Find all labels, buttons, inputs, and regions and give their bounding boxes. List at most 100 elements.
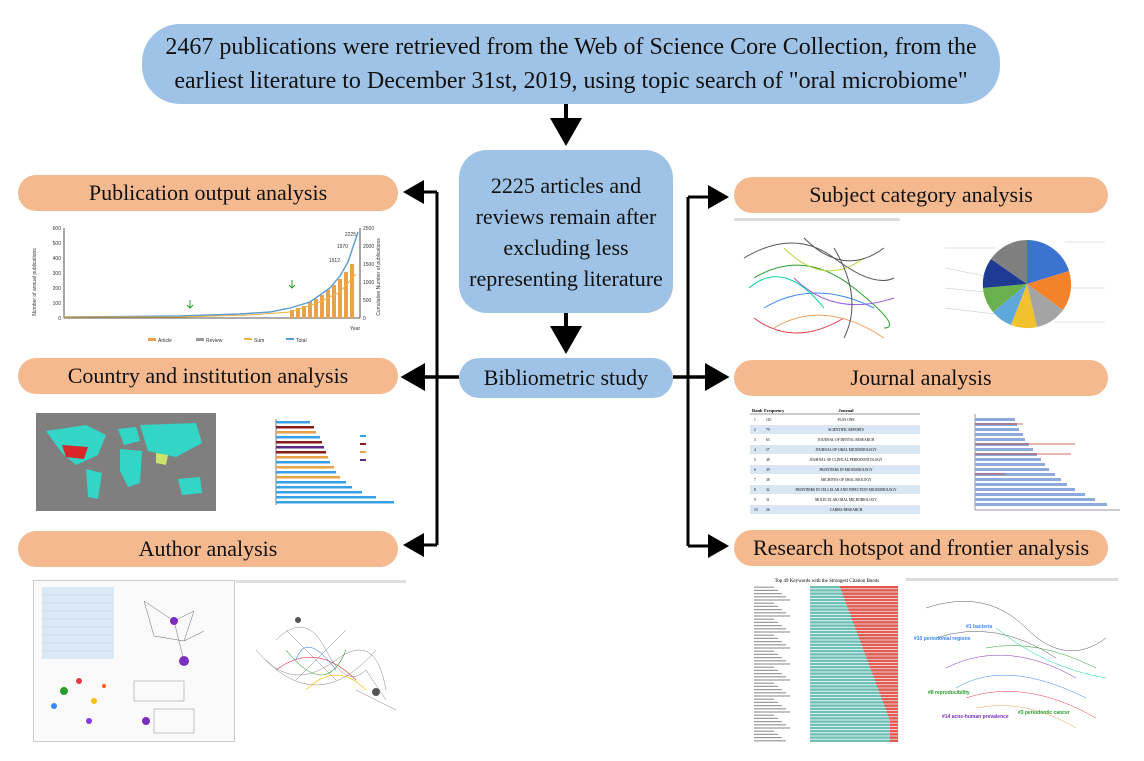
publication-output-box: Publication output analysis: [18, 175, 398, 211]
burst-row: [810, 688, 898, 691]
burst-row: [810, 672, 898, 675]
burst-keyword: [754, 737, 782, 739]
burst-keyword: [754, 673, 782, 675]
top-value: 1970: [337, 244, 348, 250]
burst-segment: [888, 714, 898, 717]
table-cell: CARIES RESEARCH: [830, 508, 863, 512]
burst-segment: [855, 627, 898, 630]
burst-row: [810, 733, 898, 736]
burst-row: [810, 650, 898, 653]
burst-keyword: [754, 596, 786, 598]
right-axis-label: Cumulative Number of publications: [376, 238, 382, 316]
burst-keyword: [754, 612, 786, 614]
burst-segment: [876, 682, 898, 685]
burst-segment: [890, 736, 898, 739]
burst-segment: [846, 602, 898, 605]
table-cell: FRONTIERS IN CELLULAR AND INFECTION MICR…: [795, 488, 897, 492]
table-cell: PLOS ONE: [837, 418, 855, 422]
journal-bar-thumbnail: [925, 404, 1125, 520]
burst-row: [810, 701, 898, 704]
burst-row: [810, 691, 898, 694]
top-value: 1512: [329, 258, 340, 264]
burst-segment: [841, 589, 898, 592]
burst-keyword: [754, 653, 778, 655]
burst-keyword: [754, 721, 782, 723]
burst-segment: [840, 586, 898, 589]
burst-row: [810, 717, 898, 720]
table-cell: JOURNAL OF ORAL MICROBIOLOGY: [815, 448, 877, 452]
burst-keyword: [754, 733, 778, 735]
burst-keyword: [754, 605, 778, 607]
burst-keyword: [754, 615, 790, 617]
table-cell: SCIENTIFIC REPORTS: [828, 428, 864, 432]
cumulative-line: [63, 231, 359, 318]
burst-keyword: [754, 685, 778, 687]
burst-segment: [867, 659, 898, 662]
table-cell: 1: [754, 418, 756, 422]
hotspot-label: #1 bacteria: [966, 624, 992, 630]
burst-segment: [850, 614, 898, 618]
top-value: 2225: [345, 232, 356, 238]
right-tick: 2500: [363, 226, 374, 232]
subject-category-box: Subject category analysis: [734, 177, 1108, 213]
burst-keyword: [754, 660, 786, 662]
burst-keyword: [754, 679, 790, 681]
burst-keyword: [754, 593, 782, 595]
chart-legend: Article Review Sum Total: [148, 338, 307, 344]
table-cell: 10: [754, 508, 758, 512]
subject-network-thumbnail: [734, 218, 900, 350]
burst-segment: [883, 701, 898, 704]
burst-segment: [890, 739, 898, 742]
annual-bars: [290, 264, 354, 318]
burst-segment: [870, 666, 898, 669]
right-tick: 1000: [363, 280, 374, 286]
burst-row: [810, 710, 898, 714]
burst-keyword: [754, 711, 790, 713]
burst-row: [810, 662, 898, 666]
burst-keyword: [754, 682, 774, 684]
table-cell: 5: [754, 458, 756, 462]
sum-line: [64, 273, 357, 318]
burst-keyword: [754, 666, 774, 668]
burst-segment: [847, 605, 898, 608]
svg-text:Review: Review: [206, 338, 223, 344]
burst-segment: [882, 698, 898, 701]
burst-row: [810, 707, 898, 710]
burst-keyword: [754, 714, 774, 716]
burst-segment: [853, 621, 898, 624]
burst-segment: [862, 646, 898, 650]
hotspot-label: #14 acne-human prevalence: [942, 714, 1009, 720]
burst-segment: [858, 634, 898, 637]
burst-keyword: [754, 692, 786, 694]
table-cell: 2: [754, 428, 756, 432]
burst-row: [810, 675, 898, 678]
institution-bar-thumbnail: [220, 413, 420, 517]
burst-keyword: [754, 708, 786, 710]
burst-segment: [852, 618, 898, 621]
burst-segment: [843, 595, 898, 598]
author-analysis-box: Author analysis: [18, 531, 398, 567]
hotspot-frontier-box: Research hotspot and frontier analysis: [734, 530, 1108, 566]
table-cell: FRONTIERS IN MICROBIOLOGY: [819, 468, 873, 472]
table-cell: 79: [766, 428, 770, 432]
burst-row: [810, 634, 898, 637]
table-cell: 39: [766, 468, 770, 472]
burst-segment: [890, 726, 898, 730]
burst-keyword: [754, 621, 778, 623]
right-tick: 1500: [363, 262, 374, 268]
burst-row: [810, 694, 898, 698]
burst-row: [810, 720, 898, 723]
burst-segment: [854, 624, 898, 627]
left-tick: 100: [53, 301, 62, 307]
burst-row: [810, 656, 898, 659]
burst-keyword: [754, 628, 786, 630]
burst-segment: [859, 637, 898, 640]
burst-row: [810, 659, 898, 662]
burst-segment: [890, 730, 898, 733]
burst-row: [810, 714, 898, 717]
burst-keyword: [754, 625, 782, 627]
burst-segment: [860, 640, 898, 643]
burst-row: [810, 669, 898, 672]
burst-segment: [890, 723, 898, 726]
hotspot-label: #8 reproducibility: [928, 690, 970, 696]
